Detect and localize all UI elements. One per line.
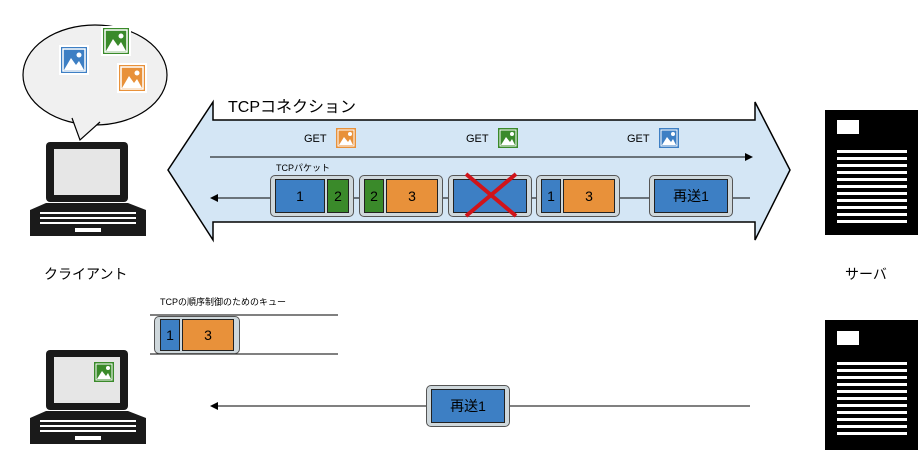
orange-image-icon [117,63,147,93]
server-icon [825,110,918,235]
server-icon-bottom [825,320,918,450]
get-label: GET [304,133,327,145]
get-label: GET [627,133,650,145]
green-image-icon [101,26,131,56]
packet-3: 3 [563,179,615,213]
blue-image-icon [59,45,89,75]
client-laptop-icon-bottom [30,350,146,444]
queue-item-1: 1 [160,319,180,351]
packet-1: 1 [541,179,561,213]
resend-packet: 再送1 [654,179,728,213]
packet-3: 3 [386,179,438,213]
server-label: サーバ [845,266,887,282]
get-label: GET [466,133,489,145]
client-laptop-icon [30,142,146,236]
orange-image-icon [336,128,356,148]
green-image-icon [498,128,518,148]
green-image-icon [94,362,114,382]
packet-1: 1 [275,179,325,213]
packet-2: 2 [364,179,384,213]
queue-label: TCPの順序制御のためのキュー [160,297,287,307]
client-label: クライアント [44,266,128,282]
packet-lost-x-icon [464,172,518,218]
blue-image-icon [659,128,679,148]
queue-item-3: 3 [182,319,234,351]
resend-packet: 再送1 [431,389,505,423]
tcp-packet-label: TCPパケット [276,163,331,173]
tcp-connection-title: TCPコネクション [228,99,357,116]
packet-2: 2 [327,179,349,213]
request-arrow [210,153,753,161]
